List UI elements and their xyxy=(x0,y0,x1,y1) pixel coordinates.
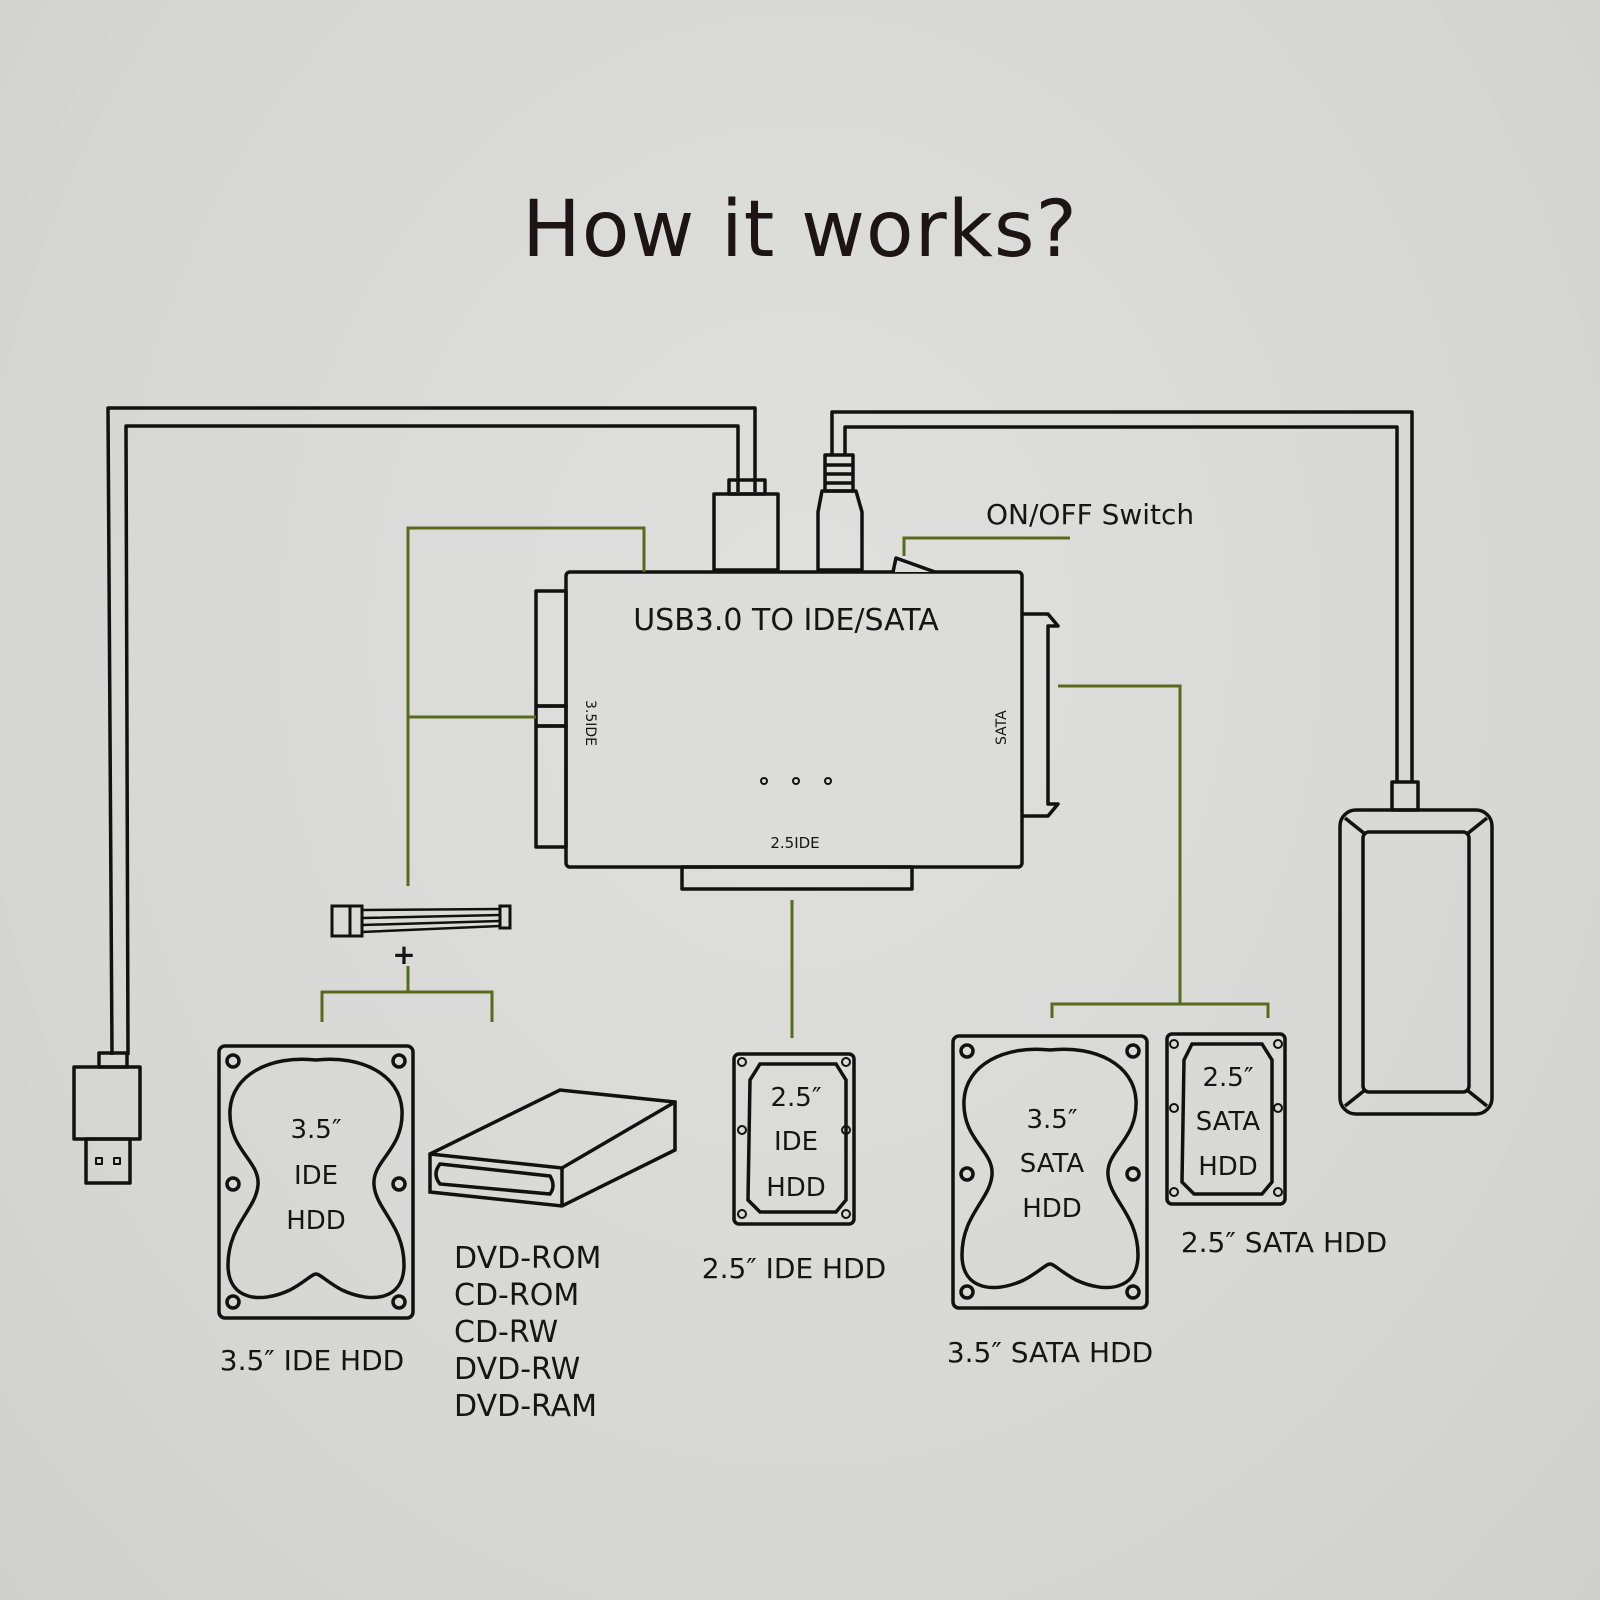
switch-callout-line xyxy=(902,536,1070,556)
optical-type-label: DVD-ROM xyxy=(454,1241,601,1276)
power-cable-icon xyxy=(330,904,512,938)
optical-drive: DVD-ROM CD-ROM CD-RW DVD-RW DVD-RAM xyxy=(428,1088,677,1424)
hdd-size-label: 2.5″ xyxy=(770,1083,821,1113)
hdd-icon xyxy=(732,1052,856,1226)
port-label-3-5-ide: 3.5IDE xyxy=(582,700,598,746)
plus-sign: + xyxy=(392,938,415,971)
hdd-icon xyxy=(217,1044,415,1320)
adapter-device xyxy=(534,556,1060,891)
hdd-size-label: 2.5″ xyxy=(1202,1063,1253,1093)
port-label-2-5-ide: 2.5IDE xyxy=(770,834,819,852)
hdd-kind-label: HDD xyxy=(1198,1152,1258,1182)
connector-lines xyxy=(320,526,1270,1038)
port-label-sata: SATA xyxy=(994,710,1010,745)
optical-type-label: DVD-RW xyxy=(454,1352,580,1387)
hdd-type-label: SATA xyxy=(1196,1107,1261,1137)
hdd-caption: 2.5″ IDE HDD xyxy=(702,1252,886,1285)
hdd-size-label: 3.5″ xyxy=(290,1115,341,1145)
hdd-type-label: IDE xyxy=(774,1127,818,1157)
power-adapter-icon xyxy=(1338,780,1494,1116)
usb-plug-top-icon xyxy=(712,478,780,572)
dc-plug-icon xyxy=(816,453,864,572)
adapter-label: USB3.0 TO IDE/SATA xyxy=(633,603,939,638)
optical-type-label: CD-ROM xyxy=(454,1278,579,1313)
optical-type-label: CD-RW xyxy=(454,1315,558,1350)
power-cable xyxy=(830,410,1414,782)
hdd-kind-label: HDD xyxy=(286,1206,346,1236)
hdd-icon xyxy=(951,1034,1149,1310)
hdd-2-5-sata: 2.5″ SATA HDD 2.5″ SATA HDD xyxy=(1165,1032,1387,1259)
hdd-caption: 3.5″ SATA HDD xyxy=(947,1336,1153,1369)
switch-label: ON/OFF Switch xyxy=(986,498,1194,531)
hdd-kind-label: HDD xyxy=(1022,1194,1082,1224)
hdd-icon xyxy=(1165,1032,1287,1206)
usb-plug-icon xyxy=(72,1051,142,1185)
hdd-3-5-sata: 3.5″ SATA HDD 3.5″ SATA HDD xyxy=(947,1034,1153,1369)
page-title: How it works? xyxy=(522,185,1078,275)
hdd-2-5-ide: 2.5″ IDE HDD 2.5″ IDE HDD xyxy=(702,1052,886,1285)
hdd-caption: 2.5″ SATA HDD xyxy=(1181,1226,1387,1259)
optical-drive-icon xyxy=(428,1088,677,1208)
hdd-kind-label: HDD xyxy=(766,1173,826,1203)
usb-cable xyxy=(106,406,757,1056)
hdd-caption: 3.5″ IDE HDD xyxy=(220,1344,404,1377)
optical-type-label: DVD-RAM xyxy=(454,1389,597,1424)
hdd-type-label: IDE xyxy=(294,1161,338,1191)
hdd-size-label: 3.5″ xyxy=(1026,1105,1077,1135)
hdd-3-5-ide: 3.5″ IDE HDD 3.5″ IDE HDD xyxy=(217,1044,415,1377)
hdd-type-label: SATA xyxy=(1020,1149,1085,1179)
